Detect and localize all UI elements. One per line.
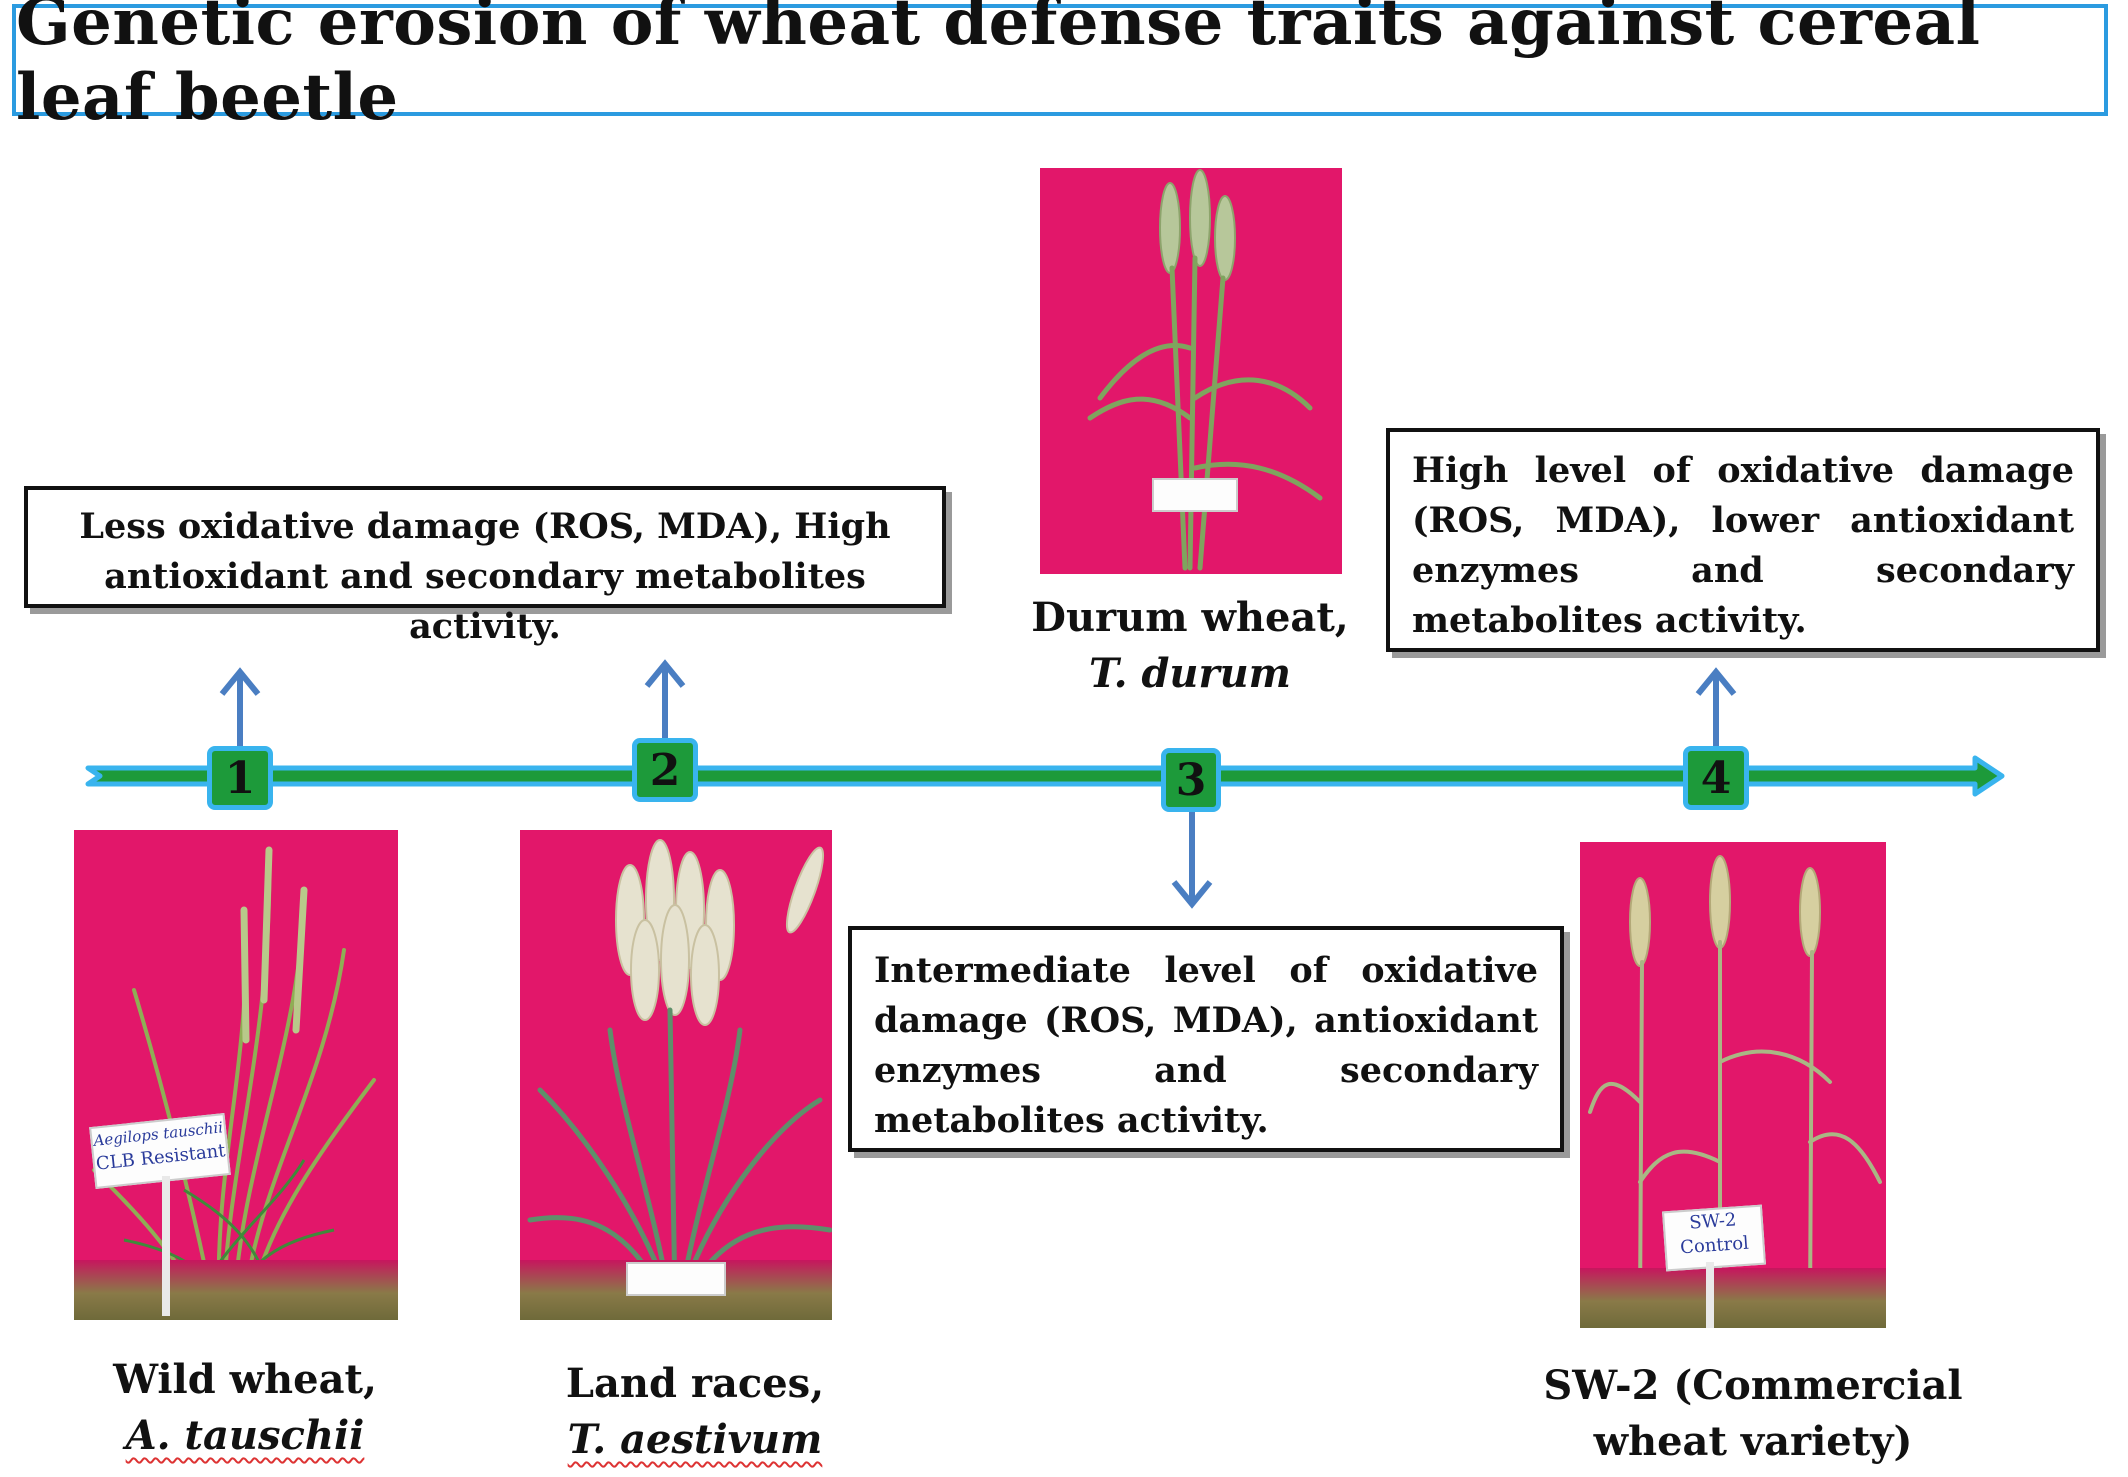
high-damage-box: High level of oxidative damage (ROS, MDA… xyxy=(1386,428,2100,652)
stage-number-2: 2 xyxy=(649,744,681,796)
sw2-photo: SW-2 Control xyxy=(1580,842,1886,1328)
timeline-bar xyxy=(85,755,2005,797)
sw2-plant-image xyxy=(1588,855,1882,1314)
wild-wheat-ground xyxy=(74,1260,398,1320)
stage-number-4: 4 xyxy=(1700,752,1732,804)
stage-2-caption: Land races, T. aestivum xyxy=(545,1356,845,1468)
low-damage-text: Less oxidative damage (ROS, MDA), High a… xyxy=(79,506,891,647)
stage-4-name-line1: SW-2 (Commercial xyxy=(1543,1362,1963,1409)
wild-wheat-sign-stake xyxy=(162,1176,170,1316)
figure-title: Genetic erosion of wheat defense traits … xyxy=(16,0,1981,135)
stage-3-common-name: Durum wheat, xyxy=(1031,594,1349,641)
stage-2-common-name: Land races, xyxy=(565,1360,825,1407)
stage-marker-1: 1 xyxy=(207,746,273,810)
stage-marker-4: 4 xyxy=(1683,746,1749,810)
stage-marker-3: 3 xyxy=(1161,748,1221,812)
stage-3-caption: Durum wheat, T. durum xyxy=(1020,590,1360,702)
durum-wheat-plant-image xyxy=(1087,169,1323,571)
land-races-plant-sign xyxy=(626,1262,726,1296)
sw2-sign-stake xyxy=(1706,1262,1714,1328)
title-box: Genetic erosion of wheat defense traits … xyxy=(12,0,2108,135)
arrow-stage-4-up xyxy=(1695,667,1737,748)
low-damage-box: Less oxidative damage (ROS, MDA), High a… xyxy=(24,486,946,647)
stage-4-name-line2: wheat variety) xyxy=(1593,1418,1913,1465)
stage-3-species: T. durum xyxy=(1089,650,1291,697)
stage-4-caption: SW-2 (Commercial wheat variety) xyxy=(1518,1358,1988,1470)
stage-1-caption: Wild wheat, A. tauschii xyxy=(110,1352,380,1464)
wild-wheat-plant-image xyxy=(92,846,376,1312)
durum-wheat-plant-sign xyxy=(1152,478,1238,512)
stage-1-species: A. tauschii xyxy=(125,1412,365,1459)
sw2-plant-sign: SW-2 Control xyxy=(1662,1204,1766,1272)
intermediate-damage-box: Intermediate level of oxidative damage (… xyxy=(848,926,1564,1152)
stage-number-1: 1 xyxy=(224,752,256,804)
arrow-stage-3-down xyxy=(1171,810,1213,909)
stage-1-common-name: Wild wheat, xyxy=(113,1356,377,1403)
arrow-stage-2-up xyxy=(644,659,686,740)
land-races-photo xyxy=(520,830,832,1320)
sw2-ground xyxy=(1580,1268,1886,1328)
high-damage-text: High level of oxidative damage (ROS, MDA… xyxy=(1412,450,2074,641)
arrow-stage-1-up xyxy=(219,667,261,748)
intermediate-damage-text: Intermediate level of oxidative damage (… xyxy=(874,950,1538,1141)
stage-marker-2: 2 xyxy=(632,738,698,802)
stage-2-species: T. aestivum xyxy=(567,1416,823,1463)
stage-number-3: 3 xyxy=(1175,754,1207,806)
durum-wheat-photo xyxy=(1040,168,1342,574)
wild-wheat-photo: Aegilops tauschii CLB Resistant xyxy=(74,830,398,1320)
land-races-plant-image xyxy=(527,839,832,1303)
